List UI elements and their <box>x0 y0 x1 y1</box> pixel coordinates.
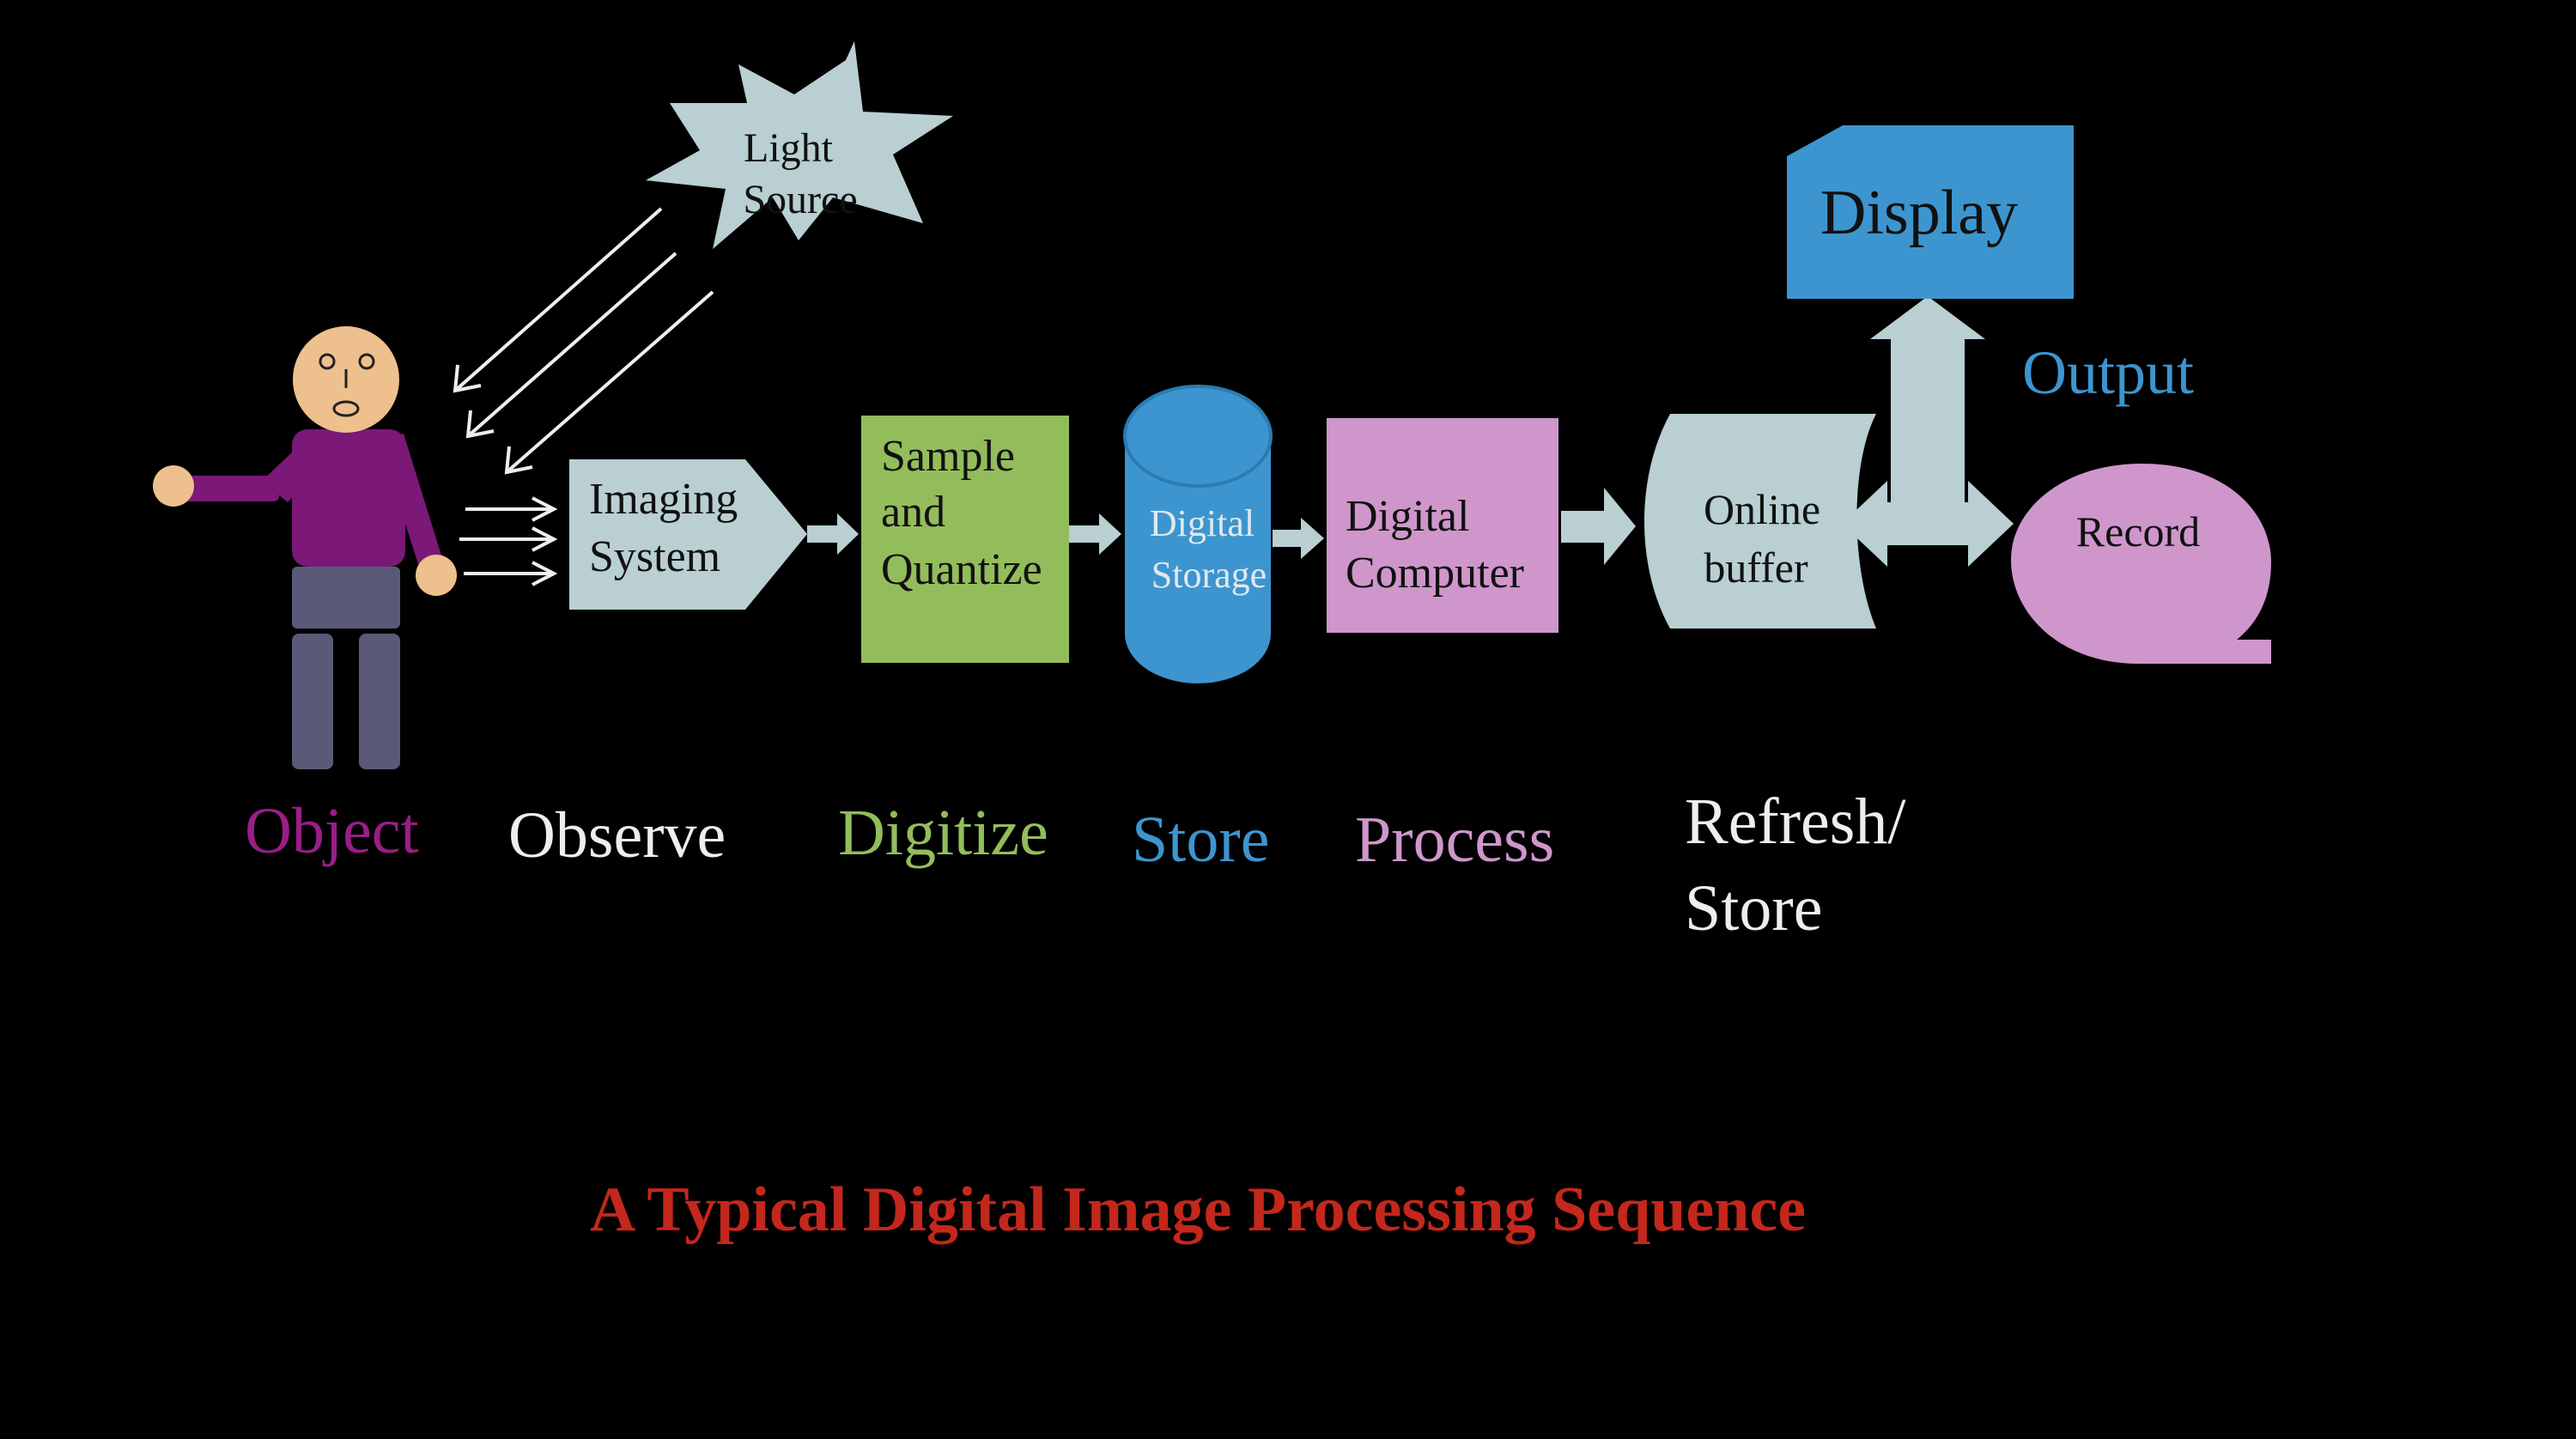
output-label: Output <box>2022 338 2194 407</box>
diagram-title: A Typical Digital Image Processing Seque… <box>590 1175 1806 1245</box>
arrow-imaging-to-sample <box>807 513 859 555</box>
light-ray-1 <box>453 207 663 392</box>
stage-label-process: Process <box>1355 804 1554 876</box>
imaging-system-label-line2: System <box>589 532 720 581</box>
imaging-system-label-line1: Imaging <box>589 475 738 524</box>
digital-storage-label-line2: Storage <box>1151 554 1267 596</box>
stage-label-observe: Observe <box>508 799 726 871</box>
person-mouth <box>332 400 360 417</box>
online-buffer-shape <box>1644 414 1876 628</box>
digital-storage-node: Digital Storage <box>1123 385 1273 683</box>
light-ray-1-arrowhead <box>453 364 482 393</box>
digital-computer-node: Digital Computer <box>1327 418 1558 633</box>
digital-computer-label-line1: Digital <box>1346 492 1469 541</box>
online-buffer-label-line1: Online <box>1704 485 1820 533</box>
display-node: Display <box>1787 125 2074 299</box>
person-left-eye <box>319 353 336 370</box>
sample-quantize-label-line3: Quantize <box>881 545 1042 594</box>
online-buffer-label-line2: buffer <box>1704 543 1808 592</box>
person-right-hand <box>416 555 457 596</box>
stage-label-store: Store <box>1132 804 1269 876</box>
light-source-starburst <box>646 41 953 249</box>
observe-arrow-3-head <box>532 561 558 586</box>
person-hips <box>292 567 400 628</box>
person-right-leg <box>359 634 400 769</box>
sample-quantize-node: Sample and Quantize <box>861 416 1069 663</box>
stage-label-digitize: Digitize <box>838 797 1048 869</box>
sample-quantize-label-line1: Sample <box>881 432 1015 481</box>
online-buffer-node: Online buffer <box>1644 414 1876 628</box>
record-shape <box>2011 464 2271 664</box>
observation-arrows <box>459 496 558 586</box>
digital-storage-cylinder-body <box>1125 436 1271 683</box>
light-source-node: Light Source <box>646 41 953 249</box>
light-source-label-line2: Source <box>743 177 857 222</box>
imaging-system-node: Imaging System <box>569 459 807 610</box>
record-node: Record <box>2011 464 2271 664</box>
person-left-forearm <box>176 476 279 501</box>
arrow-storage-to-computer <box>1273 518 1324 559</box>
stage-label-refresh-line1: Refresh/ <box>1685 786 1906 858</box>
person-figure <box>153 326 457 769</box>
sample-quantize-label-line2: and <box>881 488 945 537</box>
person-right-eye <box>358 353 375 370</box>
light-ray-3-arrowhead <box>504 446 533 475</box>
arrow-computer-to-buffer <box>1561 488 1636 565</box>
digital-computer-label-line2: Computer <box>1346 549 1524 598</box>
sample-quantize-box <box>861 416 1069 663</box>
observe-arrow-1-head <box>532 496 558 522</box>
person-left-leg <box>292 634 333 769</box>
three-way-arrow <box>1842 296 2014 567</box>
observe-arrow-2-head <box>532 526 558 552</box>
person-left-hand <box>153 465 194 507</box>
digital-storage-cylinder-top <box>1123 385 1273 488</box>
light-source-label-line1: Light <box>744 125 834 171</box>
record-label: Record <box>2076 507 2200 556</box>
display-box <box>1787 125 2074 299</box>
stage-label-refresh-line2: Store <box>1685 872 1822 944</box>
imaging-system-shape <box>569 459 807 610</box>
digital-computer-box <box>1327 418 1558 633</box>
arrow-sample-to-storage <box>1069 513 1121 555</box>
light-rays <box>453 207 714 475</box>
display-label: Display <box>1820 178 2018 248</box>
stage-label-object: Object <box>245 795 419 867</box>
person-torso <box>292 429 405 567</box>
light-ray-3 <box>505 290 714 474</box>
light-ray-2 <box>466 252 677 438</box>
digital-storage-label-line1: Digital <box>1150 502 1255 544</box>
light-ray-2-arrowhead <box>465 410 495 439</box>
